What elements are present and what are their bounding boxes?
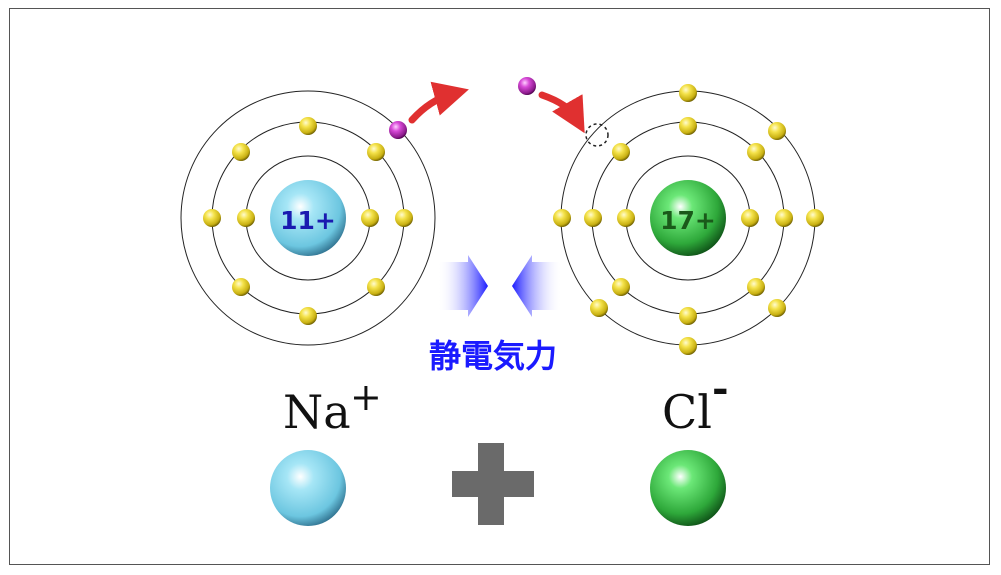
sodium-electron [237, 209, 255, 227]
sodium-electron [299, 307, 317, 325]
plus-sign [452, 443, 534, 525]
chlorine-electron [747, 143, 765, 161]
sodium-electron [361, 209, 379, 227]
sodium-electron [367, 143, 385, 161]
chlorine-electron [768, 299, 786, 317]
transferred-electron [518, 77, 536, 95]
sodium-electron [395, 209, 413, 227]
transfer-arrow-in [538, 91, 585, 134]
sodium-ion-label: Na + [283, 375, 382, 439]
transfer-arrow-out [408, 81, 469, 124]
chlorine-electron [679, 307, 697, 325]
sodium-nucleus [270, 180, 346, 256]
chlorine-electron [584, 209, 602, 227]
chlorine-electron [768, 122, 786, 140]
sodium-electron [367, 278, 385, 296]
chlorine-atom: 17+ [553, 84, 824, 355]
chlorine-electron [775, 209, 793, 227]
svg-text:Na: Na [283, 385, 351, 439]
sodium-ion-symbol: Na [283, 385, 351, 439]
sodium-valence-electron [389, 121, 407, 139]
chlorine-ion-label: Cl - [662, 365, 729, 439]
force-arrow-right [438, 255, 488, 317]
svg-text:Cl: Cl [662, 385, 712, 439]
chlorine-electron [617, 209, 635, 227]
chlorine-nucleus [650, 180, 726, 256]
sodium-ion-sphere [270, 450, 346, 526]
force-label: 静電気力 [429, 337, 557, 375]
sodium-atom: 11+ [180, 90, 436, 346]
diagram-frame [9, 8, 990, 565]
chlorine-electron [612, 143, 630, 161]
chlorine-ion-symbol: Cl [662, 385, 712, 439]
chlorine-electron [679, 84, 697, 102]
chlorine-electron [741, 209, 759, 227]
chlorine-electron [590, 299, 608, 317]
sodium-shell-3 [180, 90, 436, 346]
chlorine-electron [553, 209, 571, 227]
sodium-nucleus-label: 11+ [280, 206, 336, 235]
chlorine-vacancy [585, 123, 609, 147]
chlorine-nucleus-label: 17+ [660, 206, 716, 235]
chlorine-electron [747, 278, 765, 296]
sodium-electron [232, 278, 250, 296]
chlorine-electron [806, 209, 824, 227]
chlorine-electron [679, 337, 697, 355]
chlorine-ion-charge: - [712, 365, 729, 412]
sodium-electron [203, 209, 221, 227]
sodium-electron [232, 143, 250, 161]
chlorine-electron [612, 278, 630, 296]
sodium-electron [299, 117, 317, 135]
sodium-ion-charge: + [350, 375, 382, 419]
chlorine-ion-sphere [650, 450, 726, 526]
force-arrow-left [512, 255, 562, 317]
chlorine-electron [679, 117, 697, 135]
